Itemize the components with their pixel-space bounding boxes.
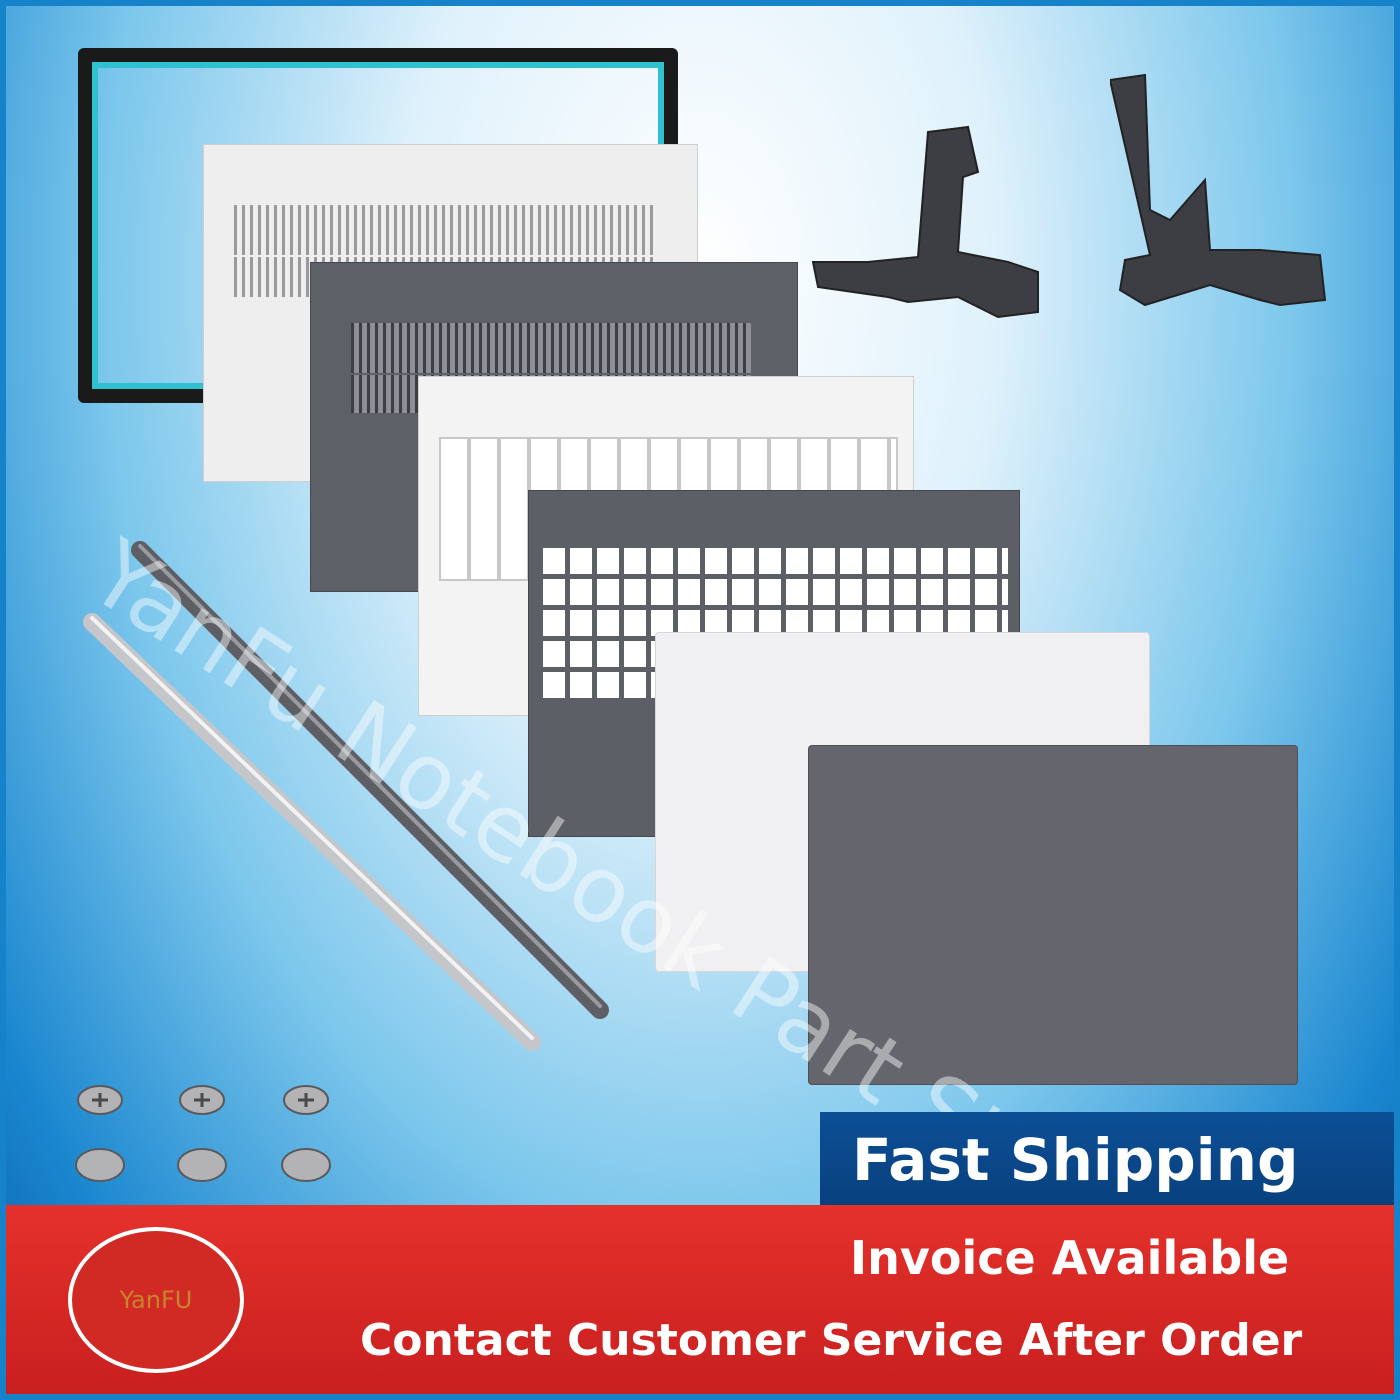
red-banner: Invoice Available Contact Customer Servi… bbox=[0, 1205, 1400, 1400]
brand-logo: YanFU bbox=[68, 1227, 244, 1373]
hinge-right bbox=[1110, 73, 1327, 307]
fast-shipping-box: Fast Shipping bbox=[820, 1112, 1400, 1207]
brand-logo-text: YanFU bbox=[119, 1286, 193, 1314]
hinge-cover-silver bbox=[83, 613, 541, 1051]
lcd-back-cover-gray bbox=[808, 745, 1298, 1085]
screws bbox=[60, 1075, 360, 1190]
contact-text: Contact Customer Service After Order bbox=[360, 1315, 1303, 1366]
hinge-cover-gray bbox=[131, 541, 609, 1019]
hinge-left bbox=[811, 125, 1039, 319]
invoice-text: Invoice Available bbox=[850, 1231, 1290, 1285]
fast-shipping-text: Fast Shipping bbox=[852, 1126, 1299, 1194]
